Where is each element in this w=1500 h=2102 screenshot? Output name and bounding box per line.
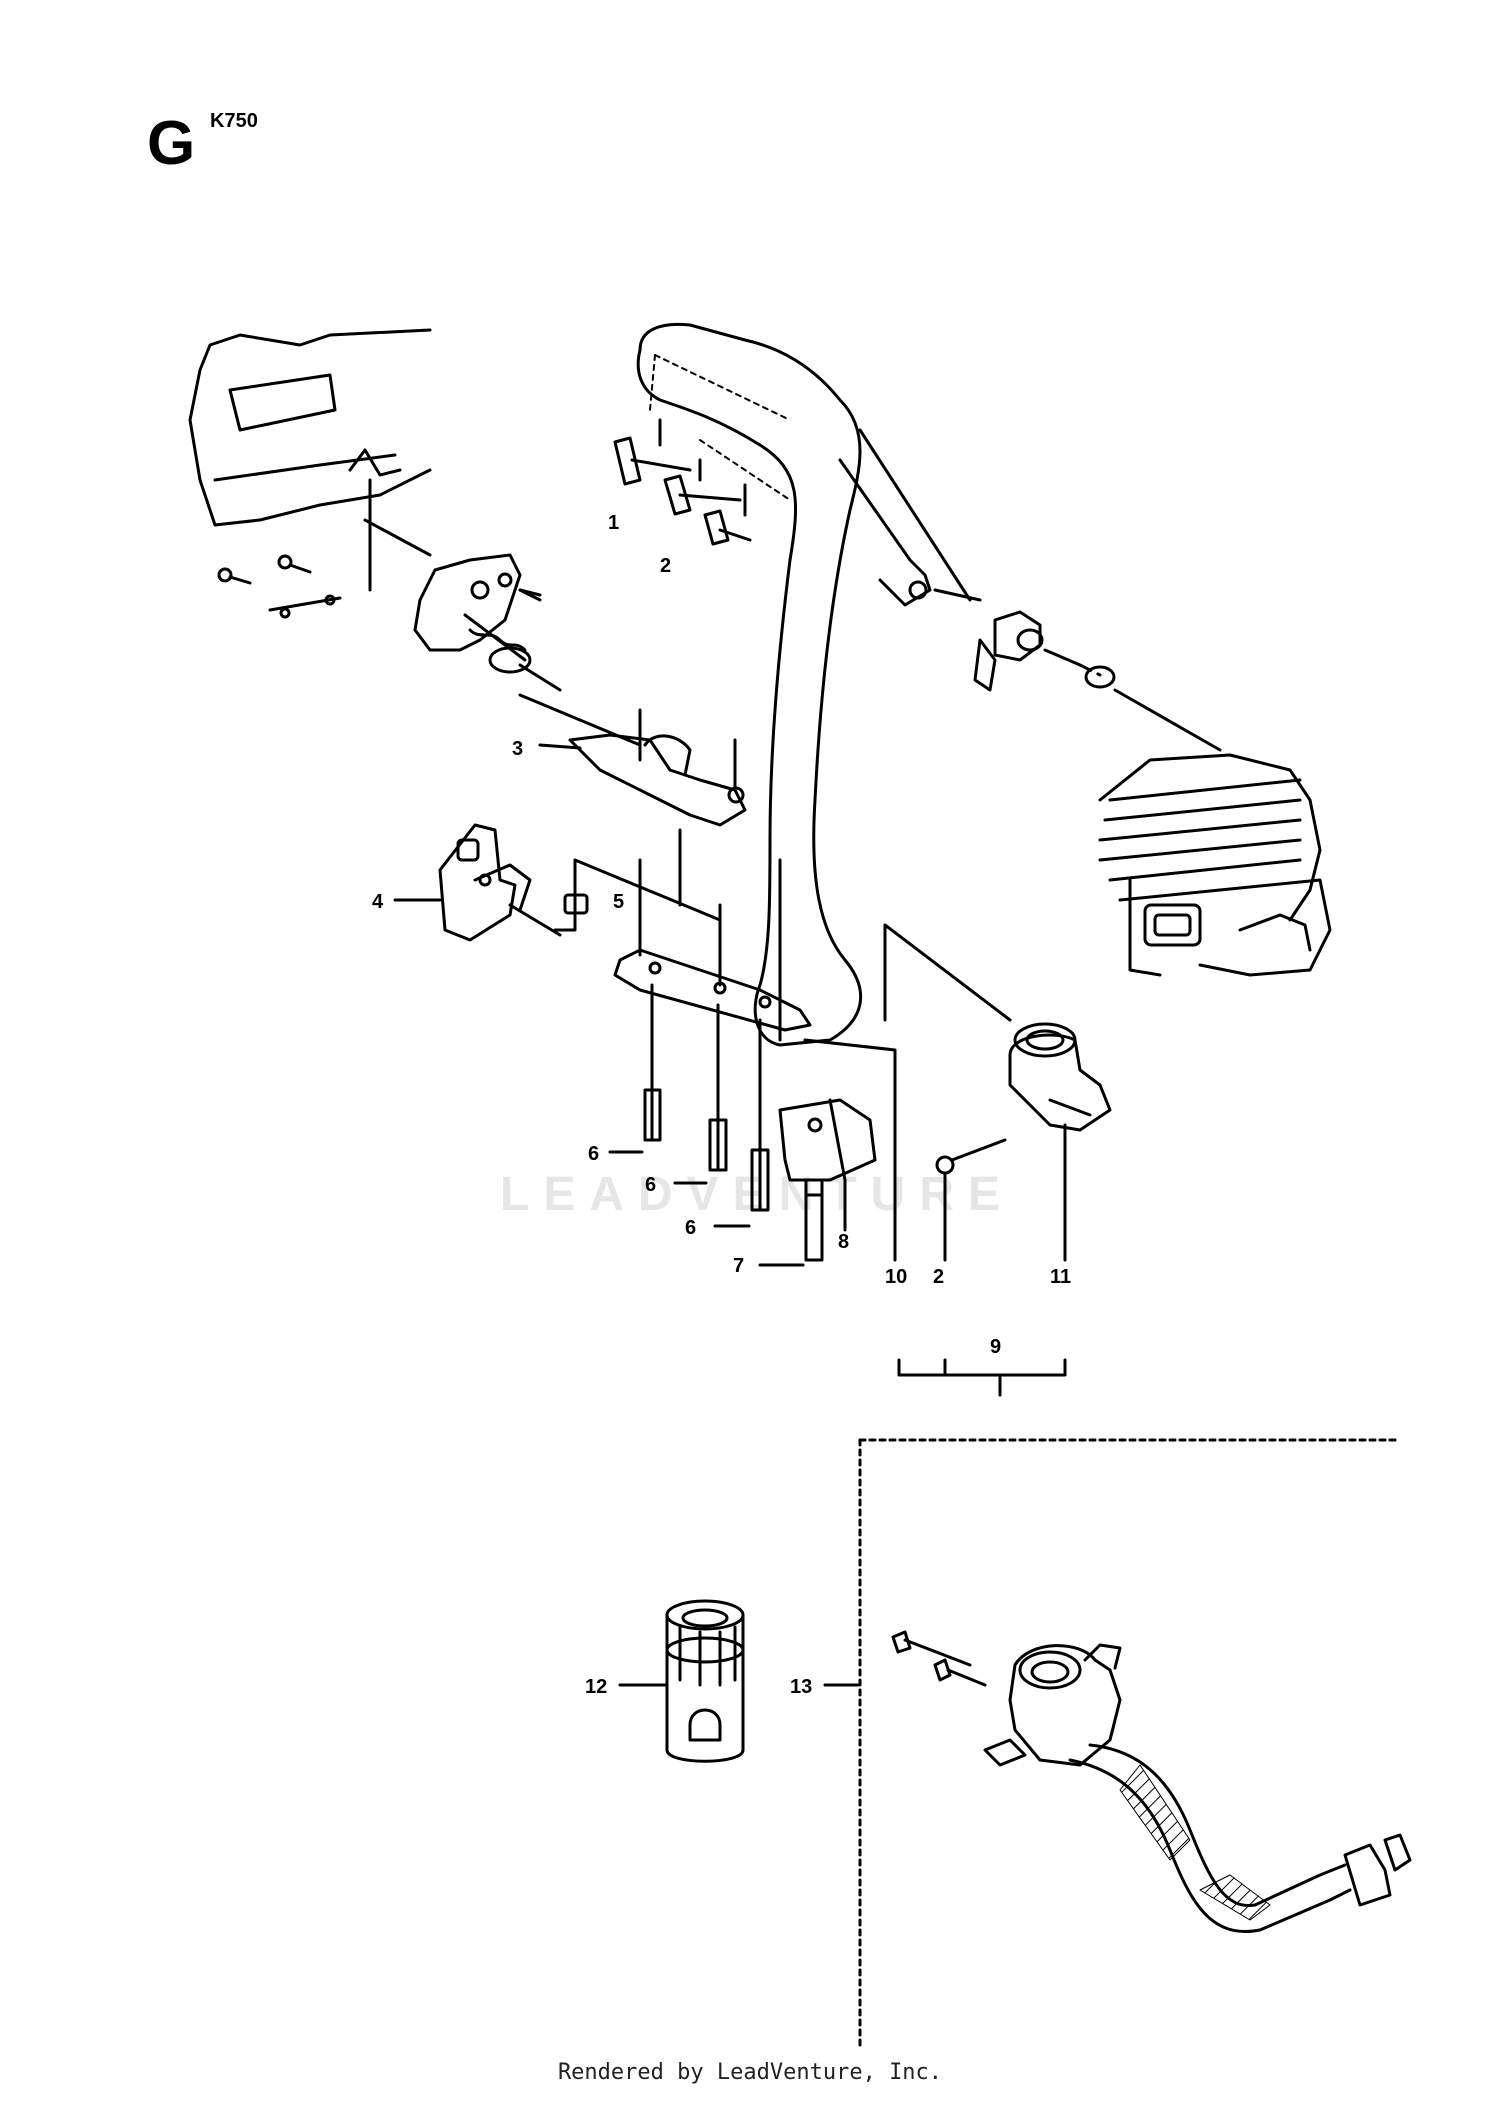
small-screws — [217, 554, 342, 619]
section-letter: G — [147, 109, 196, 178]
part-12-bushing — [618, 1599, 745, 1763]
watermark: LEADVENTURE — [500, 1168, 1014, 1221]
callout-8: 8 — [838, 1231, 849, 1253]
callout-4: 4 — [372, 891, 384, 913]
handle-rod-right — [838, 428, 1222, 752]
callout-10: 10 — [885, 1266, 907, 1288]
part-13-water-kit — [891, 1630, 1412, 1933]
callout-7: 7 — [733, 1255, 744, 1277]
handle-plate — [613, 828, 812, 1032]
callout-1: 1 — [608, 512, 619, 534]
footer-credit: Rendered by LeadVenture, Inc. — [557, 2060, 943, 2085]
throttle-bracket — [413, 553, 562, 692]
part-8-foot — [778, 1098, 877, 1232]
callout-3: 3 — [512, 738, 523, 760]
callout-6-a: 6 — [588, 1143, 599, 1165]
part-5-nut — [553, 858, 722, 937]
part-4-clip — [438, 823, 562, 942]
callout-2-lower: 2 — [933, 1266, 944, 1288]
callout-9: 9 — [990, 1336, 1001, 1358]
saw-housing-upper-left — [188, 328, 432, 527]
callout-6-b: 6 — [645, 1174, 656, 1196]
part-11-cap — [1008, 1022, 1112, 1262]
engine-cylinder — [1098, 753, 1332, 977]
part-3-guard — [518, 693, 747, 827]
callout-13: 13 — [790, 1676, 812, 1698]
model-label: K750 — [210, 110, 258, 132]
screw-2-lower — [935, 1138, 1007, 1262]
callout-5: 5 — [613, 891, 624, 913]
callout-2: 2 — [660, 555, 671, 577]
front-handle-bar — [636, 322, 862, 1047]
callout-11: 11 — [1050, 1266, 1071, 1288]
callout-12: 12 — [585, 1676, 607, 1698]
callout-6-c: 6 — [685, 1217, 696, 1239]
screws-1-2 — [613, 418, 752, 546]
